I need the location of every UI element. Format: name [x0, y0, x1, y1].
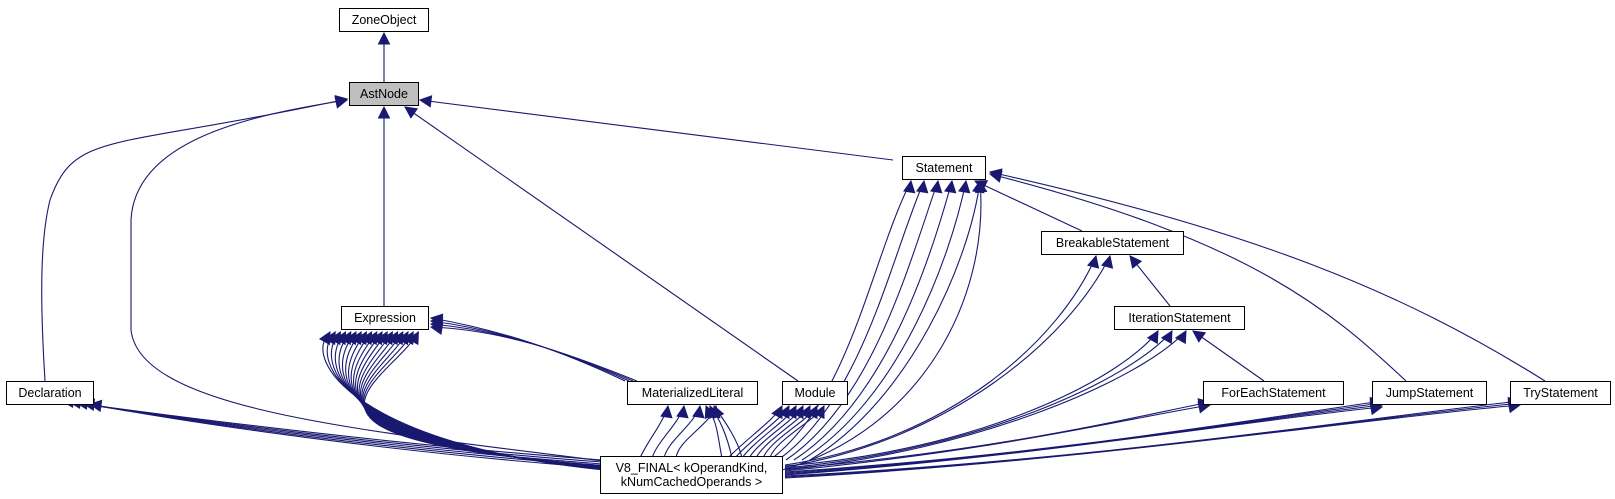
node-label: JumpStatement — [1385, 386, 1474, 400]
edge-v8final-expression — [363, 331, 669, 471]
arrowhead — [429, 322, 444, 335]
edge-v8final-try — [784, 404, 1521, 479]
node-breakable-statement[interactable]: BreakableStatement — [1041, 231, 1184, 255]
arrowhead — [903, 179, 916, 194]
node-statement[interactable]: Statement — [902, 156, 986, 180]
node-label-line-2: kNumCachedOperands > — [620, 475, 763, 489]
node-try-statement[interactable]: TryStatement — [1510, 381, 1611, 405]
node-declaration[interactable]: Declaration — [6, 381, 94, 405]
edge-v8final-statement — [809, 180, 981, 461]
arrowhead — [418, 95, 433, 108]
edge-v8final-statement — [793, 180, 953, 461]
arrowhead — [692, 404, 705, 419]
edge-v8final-jump — [784, 406, 1383, 476]
edge-materialized-expression — [430, 326, 638, 382]
edge-v8final-declaration — [75, 402, 603, 465]
edge-v8final-statement — [769, 180, 912, 461]
node-label: BreakableStatement — [1055, 236, 1170, 250]
edge-v8final-expression — [348, 331, 633, 471]
node-module[interactable]: Module — [782, 381, 848, 405]
edge-v8final-breakable — [784, 255, 1097, 466]
node-label-line-1: V8_FINAL< kOperandKind, — [615, 461, 768, 475]
node-label: AstNode — [360, 87, 408, 101]
arrowhead — [944, 179, 957, 194]
edge-v8final-expression — [350, 331, 637, 471]
arrowhead — [377, 105, 391, 119]
edge-breakable-statement — [974, 180, 1083, 232]
arrowhead — [1174, 330, 1187, 345]
edge-v8final-declaration — [89, 403, 603, 469]
arrowhead — [404, 106, 419, 119]
arrowhead — [958, 179, 971, 194]
edge-v8final-expression — [345, 331, 629, 471]
node-iteration-statement[interactable]: IterationStatement — [1114, 306, 1245, 330]
edge-v8final-statement — [801, 180, 967, 461]
node-jump-statement[interactable]: JumpStatement — [1372, 381, 1487, 405]
node-label: Declaration — [18, 386, 82, 400]
node-label: ZoneObject — [351, 13, 417, 27]
arrowhead — [988, 168, 1003, 181]
edge-v8final-iteration — [784, 330, 1173, 469]
arrowhead — [377, 31, 391, 45]
edge-v8final-statement — [777, 180, 925, 461]
arrowhead — [930, 179, 943, 194]
node-label: TryStatement — [1523, 386, 1598, 400]
node-expression[interactable]: Expression — [341, 306, 429, 330]
edge-v8final-declaration — [82, 402, 603, 467]
edge-v8final-iteration — [784, 330, 1159, 467]
edge-v8final-breakable — [784, 255, 1111, 468]
edge-v8final-statement — [785, 180, 939, 461]
edge-v8final-expression — [363, 331, 673, 471]
edge-materialized-expression — [430, 320, 630, 382]
edge-jump-statement — [989, 173, 1407, 382]
arrowhead — [660, 404, 673, 419]
arrowhead — [88, 399, 103, 413]
edge-statement-astnode — [419, 99, 894, 161]
edge-materialized-expression — [430, 323, 634, 382]
edge-declaration-astnode — [41, 98, 348, 382]
node-v8-final[interactable]: V8_FINAL< kOperandKind, kNumCachedOperan… — [600, 456, 783, 494]
arrowhead — [1129, 255, 1143, 269]
edge-foreach-iteration — [1192, 330, 1265, 382]
node-label: IterationStatement — [1128, 311, 1231, 325]
node-label: ForEachStatement — [1221, 386, 1326, 400]
node-materialized-literal[interactable]: MaterializedLiteral — [627, 381, 758, 405]
arrowhead — [974, 179, 988, 194]
node-for-each-statement[interactable]: ForEachStatement — [1203, 381, 1344, 405]
edge-v8final-foreach — [784, 404, 1211, 472]
node-label: Statement — [915, 161, 973, 175]
node-ast-node[interactable]: AstNode — [349, 82, 419, 106]
arrowhead — [1086, 254, 1100, 269]
arrowhead — [1146, 330, 1159, 345]
arrowhead — [334, 96, 349, 109]
node-zone-object[interactable]: ZoneObject — [339, 8, 429, 32]
edge-module-astnode — [404, 106, 799, 382]
node-label: MaterializedLiteral — [641, 386, 744, 400]
arrowhead — [1192, 330, 1207, 343]
arrowhead — [916, 179, 929, 194]
arrowhead — [1369, 402, 1384, 416]
node-label: Module — [794, 386, 836, 400]
edge-v8final-declaration — [68, 401, 603, 463]
node-label: Expression — [354, 311, 416, 325]
edge-v8final-jump — [784, 402, 1383, 474]
edge-v8final-foreach — [784, 401, 1211, 470]
edge-v8final-statement — [781, 180, 982, 471]
arrowhead — [407, 331, 419, 346]
edge-try-statement — [989, 171, 1546, 382]
arrowhead — [712, 404, 725, 420]
edge-v8final-iteration — [784, 330, 1187, 471]
arrowhead — [1160, 330, 1173, 345]
arrowhead — [1100, 254, 1114, 269]
arrowhead — [676, 404, 689, 419]
